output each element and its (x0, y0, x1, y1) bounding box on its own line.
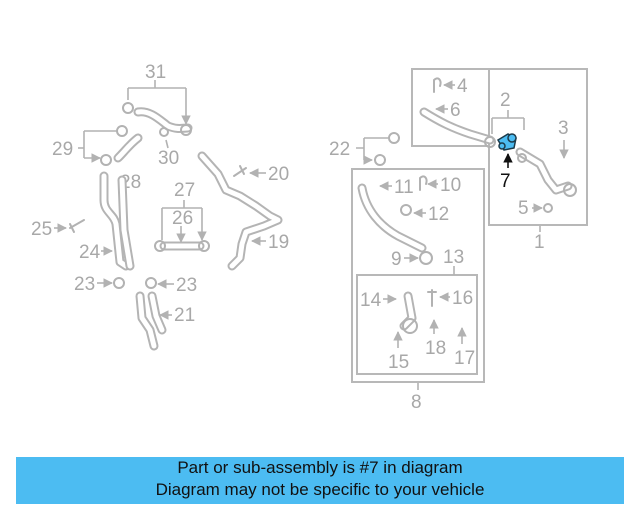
callout-12: 12 (428, 204, 449, 225)
callout-19: 19 (268, 232, 289, 253)
callout-10: 10 (440, 175, 461, 196)
part-7-highlighted[interactable] (496, 133, 517, 151)
callout-26: 26 (172, 208, 193, 229)
assembly-box-13 (356, 274, 478, 375)
callout-3: 3 (558, 118, 569, 139)
callout-1: 1 (534, 232, 545, 253)
parts-diagram: 31 29 28 30 25 24 23 27 26 23 21 2 (31, 62, 588, 413)
callout-14: 14 (360, 290, 382, 311)
callout-7: 7 (500, 171, 511, 192)
callout-25: 25 (31, 219, 52, 240)
banner-line-1: Part or sub-assembly is #7 in diagram (177, 458, 463, 477)
info-banner: Part or sub-assembly is #7 in diagram Di… (16, 457, 624, 504)
assembly-box-8 (351, 168, 485, 383)
part-25 (69, 219, 85, 233)
callout-4: 4 (457, 76, 468, 97)
part-10-clip (419, 175, 428, 191)
callout-22: 22 (329, 139, 350, 160)
callout-18: 18 (425, 338, 446, 359)
callout-23-right: 23 (176, 275, 197, 296)
part-20 (233, 165, 247, 177)
callout-20: 20 (268, 164, 289, 185)
part-4-clip (433, 77, 442, 93)
callout-11: 11 (394, 177, 414, 198)
callout-27: 27 (174, 180, 195, 201)
callout-13: 13 (443, 247, 464, 268)
callout-30: 30 (158, 148, 179, 169)
callout-9: 9 (391, 249, 402, 270)
callout-15: 15 (388, 352, 409, 373)
assembly-box-2 (411, 68, 490, 147)
callout-2: 2 (500, 90, 511, 111)
callout-21: 21 (174, 305, 195, 326)
callout-17: 17 (454, 348, 475, 369)
callout-8: 8 (411, 392, 422, 413)
callout-6: 6 (450, 100, 461, 121)
callout-16: 16 (452, 288, 473, 309)
callout-24: 24 (79, 242, 101, 263)
callout-29: 29 (52, 139, 73, 160)
callout-5: 5 (518, 198, 529, 219)
callout-23-left: 23 (74, 274, 95, 295)
part-16 (427, 289, 437, 307)
callout-31: 31 (145, 62, 166, 83)
banner-line-2: Diagram may not be specific to your vehi… (155, 480, 485, 499)
